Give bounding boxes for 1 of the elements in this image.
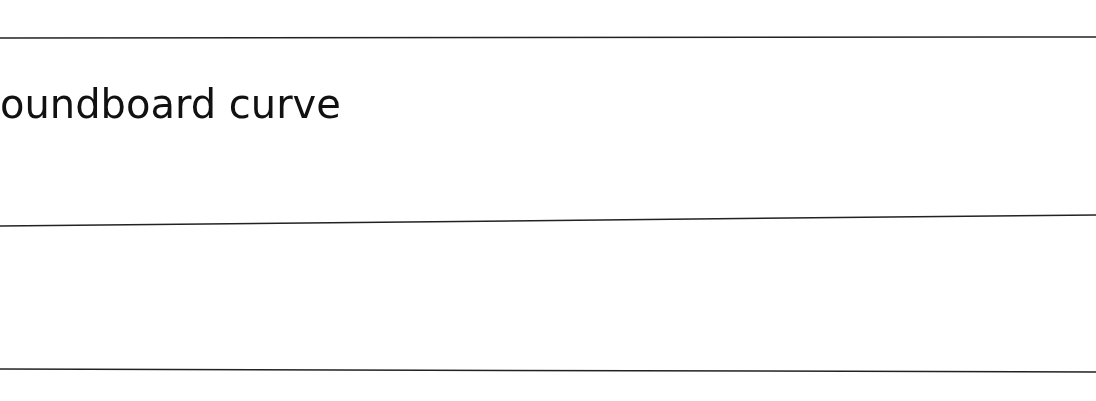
heading-text: oundboard curve: [0, 84, 341, 124]
